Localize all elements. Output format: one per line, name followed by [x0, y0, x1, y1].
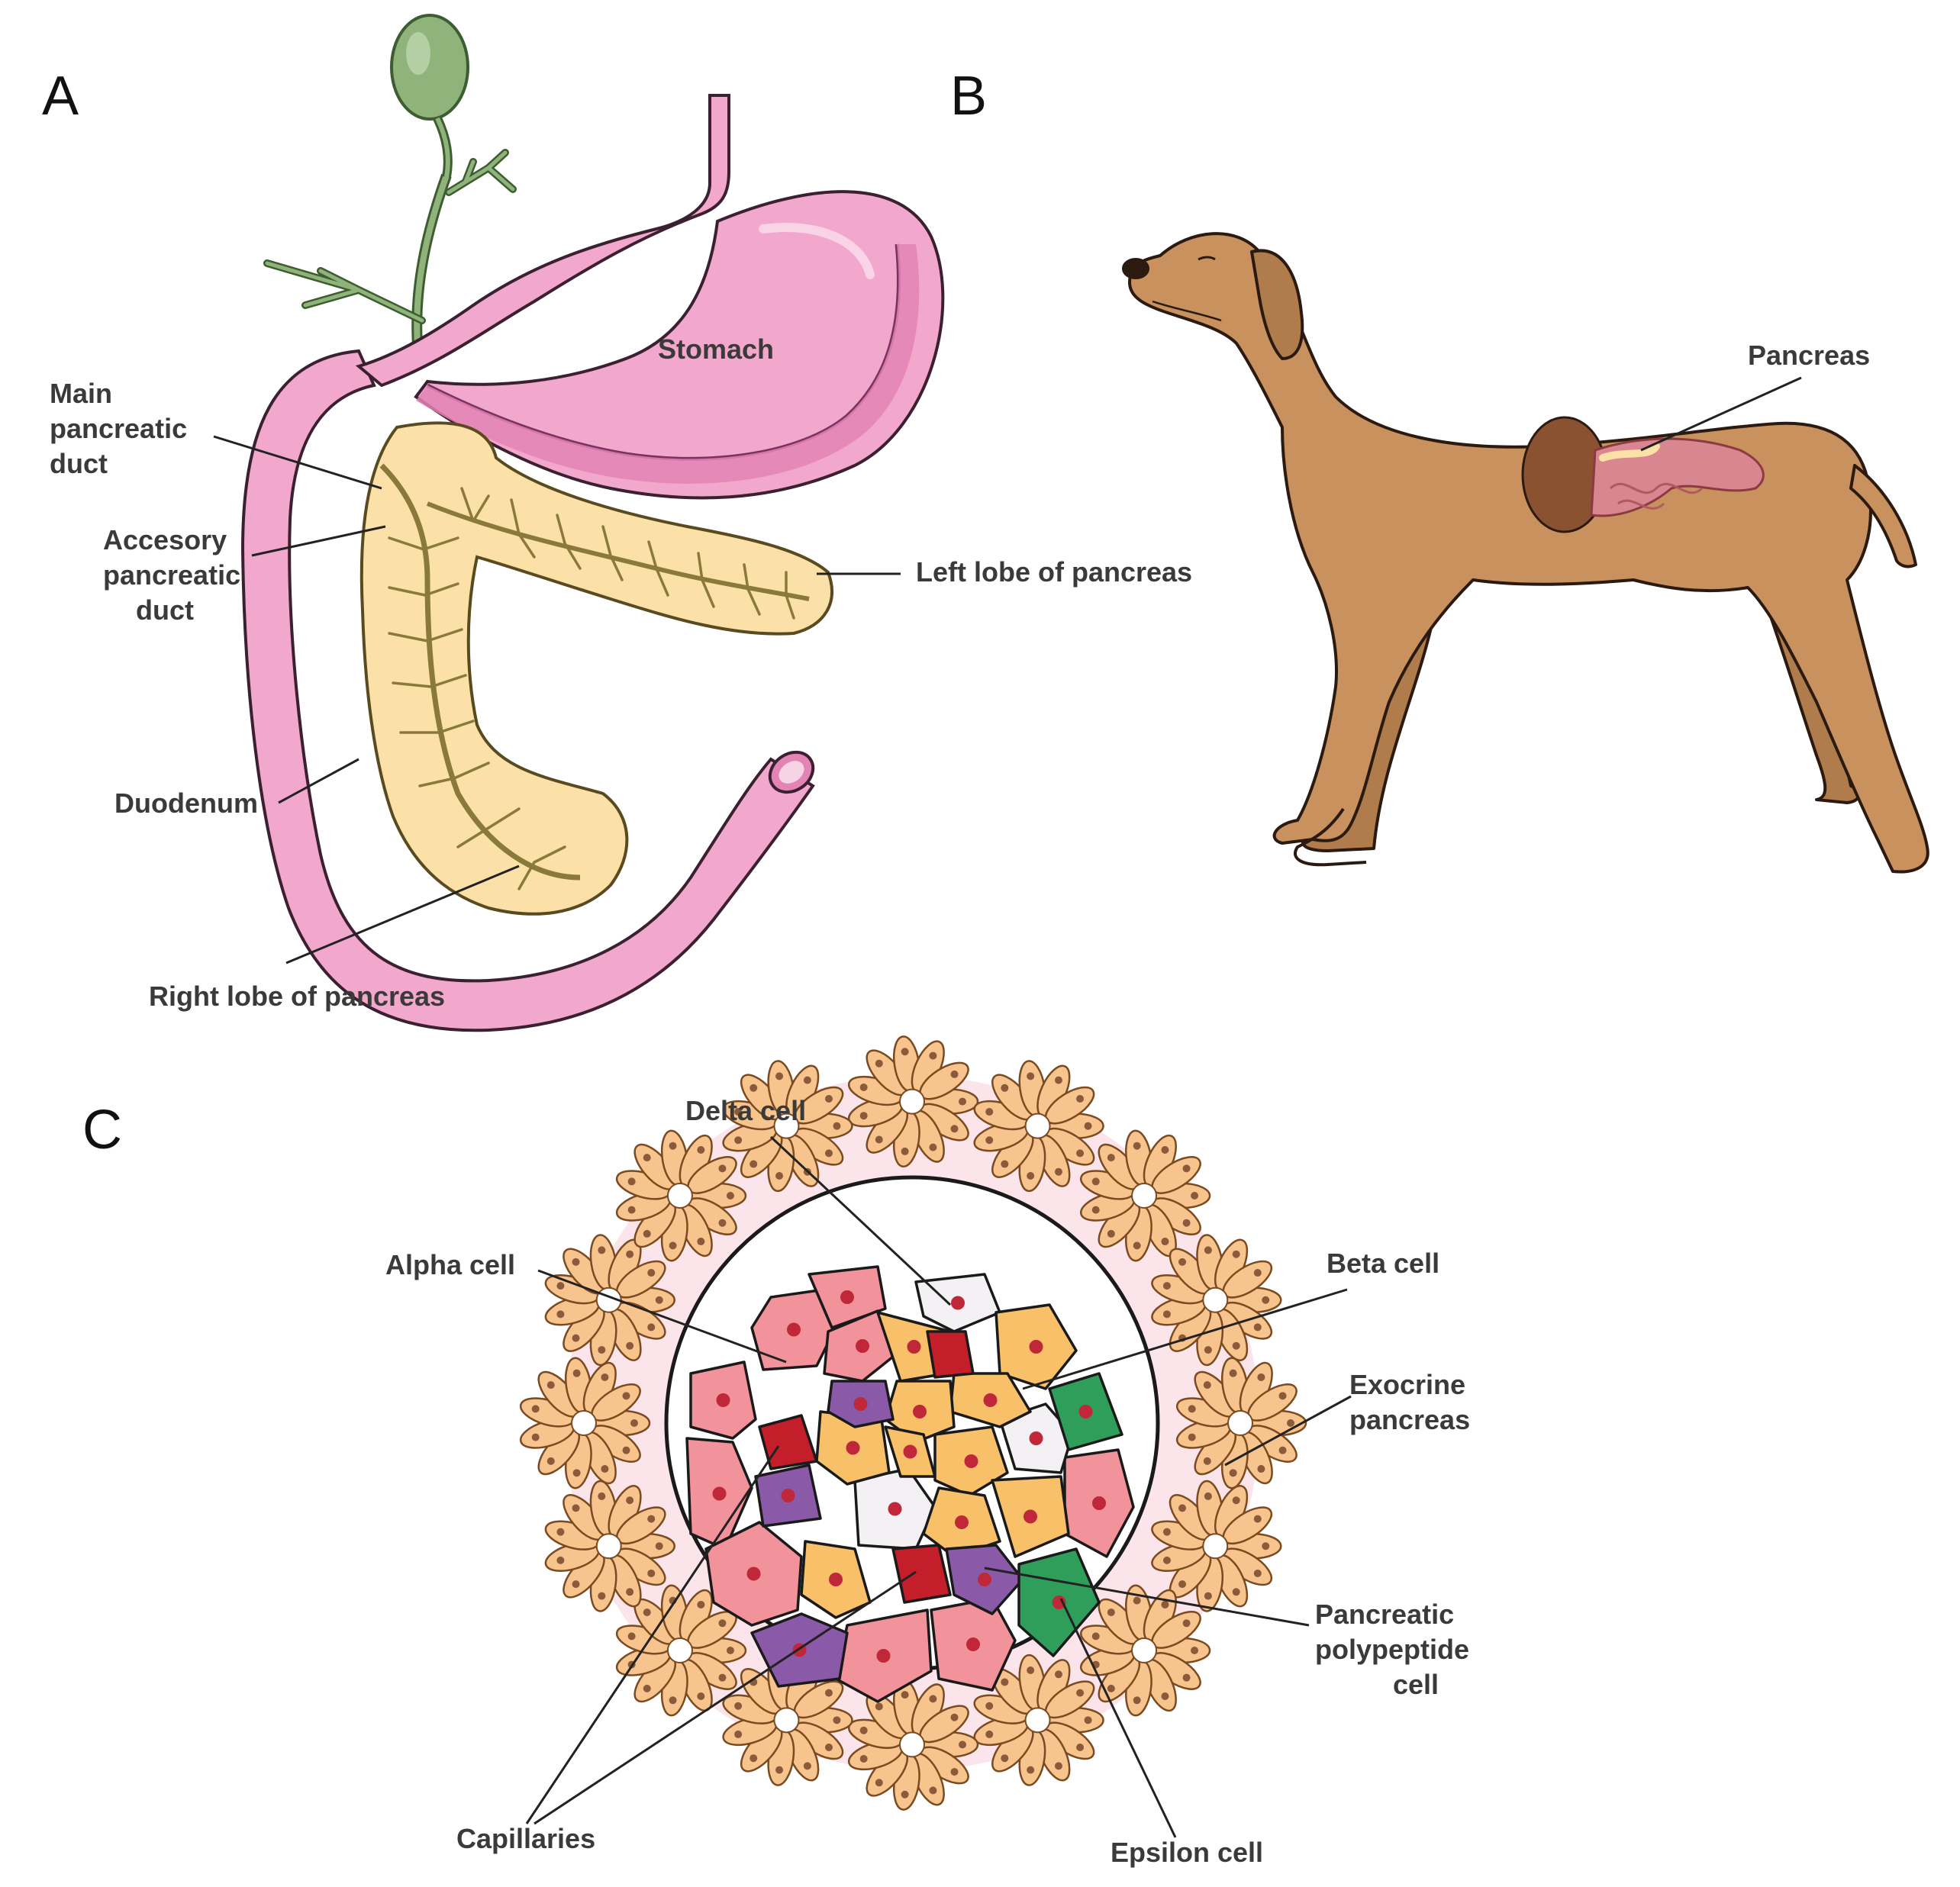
leader-right-lobe: [285, 865, 520, 964]
label-main-duct-2: pancreatic: [50, 413, 187, 444]
acinus: [519, 1357, 651, 1489]
nucleus: [1092, 1496, 1106, 1510]
label-left-lobe: Left lobe of pancreas: [916, 556, 1192, 588]
panel-c: C: [82, 1035, 1470, 1868]
label-delta-cell: Delta cell: [685, 1095, 806, 1126]
acinus: [615, 1584, 747, 1717]
acinus: [722, 1060, 853, 1193]
label-main-duct-3: duct: [50, 448, 108, 479]
nucleus: [787, 1322, 801, 1337]
stomach: Stomach: [355, 94, 945, 500]
nucleus: [1052, 1596, 1066, 1609]
label-epsilon-cell: Epsilon cell: [1111, 1837, 1263, 1868]
capillary: [758, 1414, 818, 1470]
panel-b-letter: B: [950, 66, 987, 127]
acinus: [1079, 1129, 1211, 1262]
leader-capillaries-2: [534, 1570, 917, 1825]
nucleus: [907, 1340, 921, 1354]
label-capillaries: Capillaries: [456, 1823, 595, 1854]
label-accessory-duct-2: pancreatic: [103, 559, 240, 591]
panel-a-letter: A: [42, 66, 79, 127]
leader-capillaries-1: [525, 1445, 780, 1824]
leader-exocrine: [1224, 1395, 1352, 1467]
acinus: [973, 1654, 1104, 1786]
nucleus: [746, 1567, 761, 1581]
nucleus: [876, 1649, 891, 1663]
nucleus: [1078, 1405, 1093, 1418]
panel-c-letter: C: [82, 1100, 122, 1161]
dog-illustration: [1122, 232, 1929, 874]
nucleus: [888, 1502, 902, 1516]
acinus: [1175, 1357, 1307, 1489]
dog-organs: [1521, 416, 1765, 533]
acinus: [847, 1035, 979, 1168]
nucleus: [978, 1573, 991, 1586]
leader-pp-cell: [984, 1567, 1310, 1627]
nucleus: [983, 1393, 998, 1407]
label-accessory-duct-3: duct: [136, 594, 194, 626]
nucleus: [716, 1393, 730, 1407]
acinus: [1151, 1480, 1282, 1612]
nucleus: [840, 1290, 854, 1304]
panel-c-labels: Delta cell Alpha cell Beta cell Exocrine…: [385, 1095, 1470, 1868]
label-right-lobe: Right lobe of pancreas: [149, 981, 445, 1012]
nucleus: [903, 1444, 917, 1459]
leader-epsilon-cell: [1059, 1598, 1177, 1838]
capillary: [926, 1330, 975, 1379]
nucleus: [1029, 1340, 1043, 1354]
label-main-duct-1: Main: [50, 378, 112, 409]
leader-accessory-duct: [251, 525, 386, 557]
leader-duodenum: [278, 758, 359, 804]
nucleus: [1029, 1431, 1043, 1445]
panel-a-labels: Main pancreatic duct Accesory pancreatic…: [50, 378, 1192, 1012]
leader-main-duct: [213, 435, 382, 490]
leader-alpha-cell: [537, 1269, 787, 1364]
label-accessory-duct-1: Accesory: [103, 524, 227, 555]
label-beta-cell: Beta cell: [1327, 1248, 1439, 1279]
nucleus: [853, 1397, 868, 1411]
nucleus: [1024, 1509, 1037, 1524]
pancreas-diagram: [359, 421, 833, 916]
leader-delta-cell: [769, 1135, 952, 1306]
acinus: [973, 1060, 1104, 1193]
label-stomach: Stomach: [658, 333, 774, 365]
acinus: [544, 1234, 675, 1367]
acinus: [615, 1129, 747, 1262]
nucleus: [829, 1573, 843, 1586]
duodenum: [240, 349, 815, 1032]
cell-nuclei: [712, 1290, 1106, 1663]
label-exocrine-2: pancreas: [1349, 1404, 1470, 1435]
label-alpha-cell: Alpha cell: [385, 1249, 515, 1280]
capillary: [891, 1544, 952, 1604]
label-duodenum: Duodenum: [114, 787, 258, 819]
label-pp-3: cell: [1393, 1669, 1439, 1700]
leader-pancreas: [1640, 376, 1802, 452]
nucleus: [712, 1486, 727, 1501]
nucleus: [955, 1515, 969, 1529]
nucleus: [964, 1454, 978, 1468]
acinus: [722, 1654, 853, 1786]
nucleus: [913, 1405, 927, 1418]
acinus: [544, 1480, 675, 1612]
label-exocrine-1: Exocrine: [1349, 1369, 1465, 1400]
panel-a: A Stomach: [42, 14, 1192, 1032]
label-pp-1: Pancreatic: [1315, 1599, 1454, 1630]
nucleus: [846, 1441, 860, 1455]
nucleus: [951, 1296, 965, 1310]
acinus: [1151, 1234, 1282, 1367]
label-pancreas: Pancreas: [1748, 340, 1870, 371]
nucleus: [781, 1489, 795, 1502]
gallbladder: [263, 14, 517, 356]
nucleus: [966, 1637, 980, 1651]
leader-beta-cell: [1022, 1288, 1348, 1390]
acinus: [847, 1678, 979, 1811]
panel-b: B Pancreas: [950, 66, 1929, 874]
nucleus: [856, 1339, 869, 1353]
label-pp-2: polypeptide: [1315, 1634, 1469, 1665]
